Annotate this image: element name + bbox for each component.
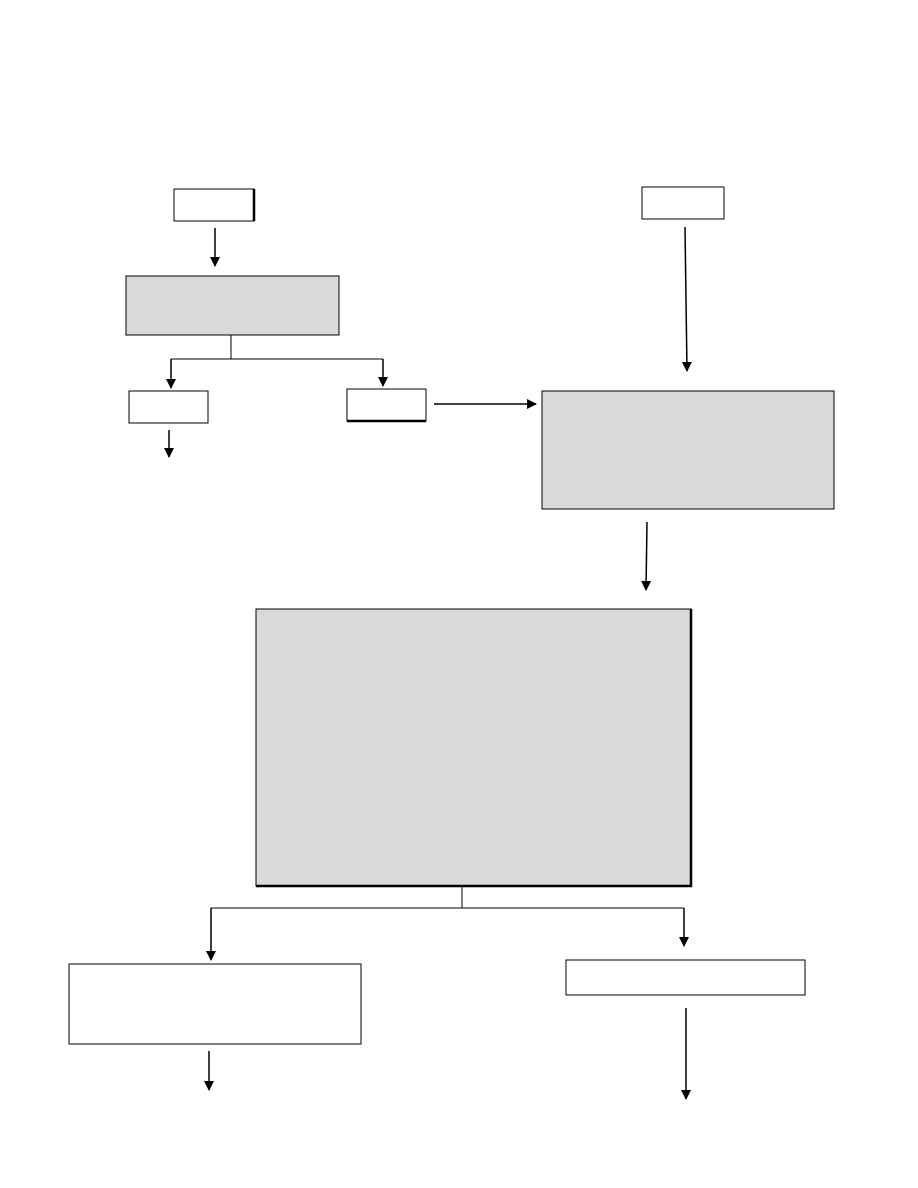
box-process-left — [125, 275, 340, 336]
box-top-right — [641, 186, 725, 220]
box-shadow-edge — [256, 609, 693, 888]
box-branch-right — [346, 388, 427, 422]
arrow-top-right-to-process-right — [681, 226, 692, 372]
box-main — [255, 608, 692, 887]
box-outcome-right — [565, 959, 806, 996]
arrow-process-right-to-main — [641, 521, 652, 591]
box-outcome-left — [68, 963, 362, 1045]
box-branch-left — [128, 390, 209, 424]
box-top-left — [173, 188, 255, 222]
box-process-right — [541, 390, 835, 510]
